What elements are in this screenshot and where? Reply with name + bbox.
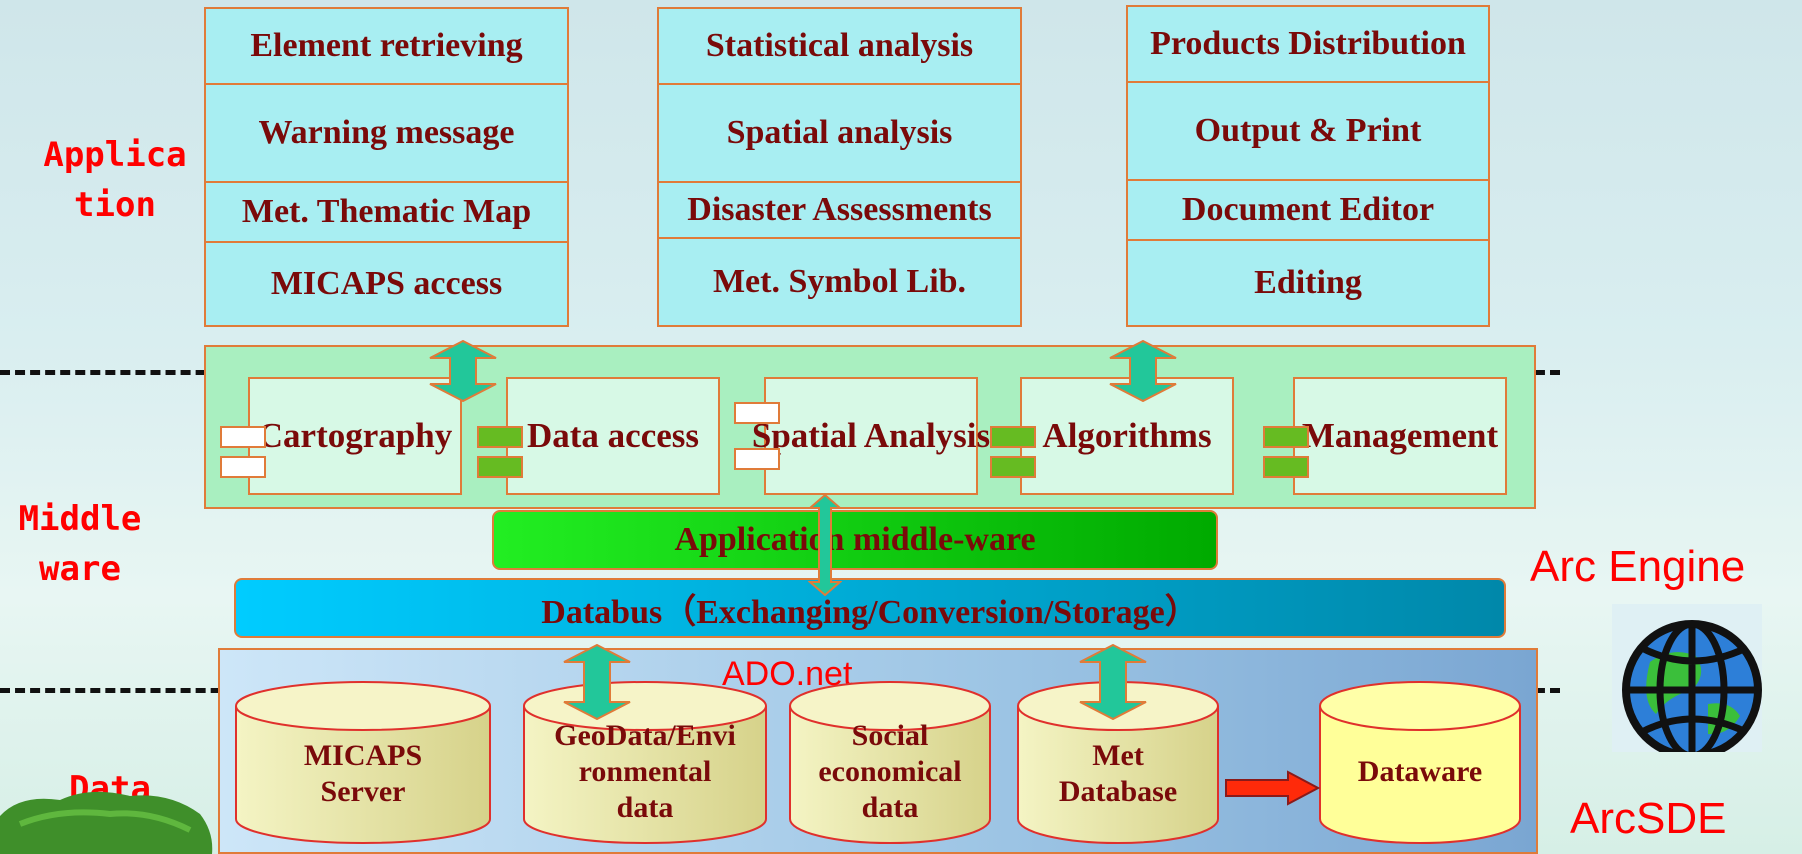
data-store-met-database[interactable]: Met Database (1016, 680, 1220, 845)
data-store-label: Met Database (1058, 739, 1178, 808)
double-arrow-icon (1079, 644, 1147, 720)
component-icon (990, 456, 1036, 478)
arc-engine-label: Arc Engine (1530, 542, 1746, 591)
cylinder-icon (789, 681, 991, 844)
app-cell-editing[interactable]: Editing (1126, 239, 1490, 327)
arcsde-label: ArcSDE (1570, 794, 1727, 843)
app-cell-disaster-assessments[interactable]: Disaster Assessments (657, 181, 1022, 239)
tree-decoration (0, 791, 213, 854)
middleware-item-algorithms[interactable]: Algorithms (1020, 377, 1234, 495)
component-icon (220, 456, 266, 478)
component-icon (990, 426, 1036, 448)
app-cell-met-symbol-lib[interactable]: Met. Symbol Lib. (657, 237, 1022, 327)
double-arrow-icon (1109, 340, 1177, 402)
application-column-2: Statistical analysis Spatial analysis Di… (657, 7, 1022, 327)
data-store-label: Dataware (1357, 755, 1483, 788)
arc-engine-globe-icon (1612, 604, 1762, 752)
cylinder-icon (1319, 681, 1521, 844)
component-icon (477, 456, 523, 478)
layer-label-middleware: Middle ware (18, 499, 142, 589)
right-arrow-icon (1225, 770, 1320, 806)
app-cell-micaps-access[interactable]: MICAPS access (204, 241, 569, 327)
component-icon (734, 402, 780, 424)
component-icon (1263, 426, 1309, 448)
component-icon (477, 426, 523, 448)
application-column-3: Products Distribution Output & Print Doc… (1126, 5, 1490, 327)
data-store-social-economical[interactable]: Social economical data (788, 680, 992, 845)
component-icon (220, 426, 266, 448)
app-cell-warning-message[interactable]: Warning message (204, 83, 569, 183)
data-store-label: GeoData/Envi ronmental data (554, 719, 736, 824)
app-cell-products-distribution[interactable]: Products Distribution (1126, 5, 1490, 83)
application-column-1: Element retrieving Warning message Met. … (204, 7, 569, 327)
app-cell-element-retrieving[interactable]: Element retrieving (204, 7, 569, 85)
component-icon (734, 448, 780, 470)
app-cell-output-print[interactable]: Output & Print (1126, 81, 1490, 181)
data-store-label: Social economical data (818, 719, 962, 824)
app-cell-spatial-analysis[interactable]: Spatial analysis (657, 83, 1022, 183)
component-icon (1263, 456, 1309, 478)
databus-bar[interactable]: Databus（Exchanging/Conversion/Storage） (234, 578, 1506, 638)
data-store-micaps-server[interactable]: MICAPS Server (234, 680, 492, 845)
application-middleware-bar[interactable]: Application middle-ware (492, 510, 1218, 570)
app-cell-document-editor[interactable]: Document Editor (1126, 179, 1490, 241)
middleware-item-cartography[interactable]: Cartography (248, 377, 462, 495)
cylinder-icon (235, 681, 491, 844)
app-cell-met-thematic-map[interactable]: Met. Thematic Map (204, 181, 569, 243)
double-arrow-icon (563, 644, 631, 720)
double-arrow-icon (808, 494, 842, 596)
middleware-item-data-access[interactable]: Data access (506, 377, 720, 495)
middleware-item-management[interactable]: Management (1293, 377, 1507, 495)
middleware-item-spatial-analysis[interactable]: Spatial Analysis (752, 377, 990, 495)
data-store-geodata[interactable]: GeoData/Envi ronmental data (522, 680, 768, 845)
data-store-dataware[interactable]: Dataware (1318, 680, 1522, 845)
cylinder-icon (1017, 681, 1219, 844)
data-store-label: MICAPS Server (303, 739, 423, 808)
app-cell-statistical-analysis[interactable]: Statistical analysis (657, 7, 1022, 85)
double-arrow-icon (429, 340, 497, 402)
layer-label-application: Applica tion (43, 135, 187, 225)
